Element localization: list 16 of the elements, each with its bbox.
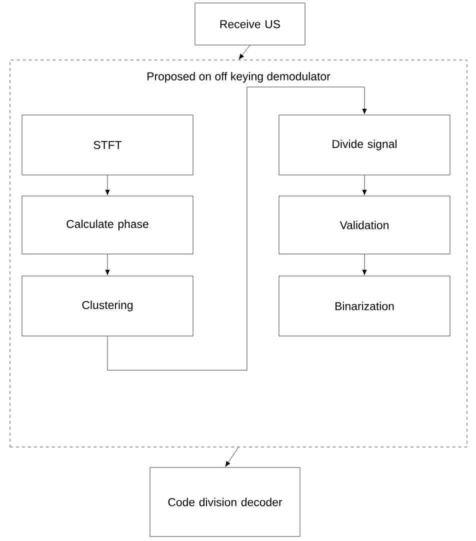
arrow (362, 175, 367, 196)
arrow (238, 45, 250, 60)
arrow (225, 447, 239, 467)
process-box: Receive US (194, 2, 306, 46)
process-box: Calculate phase (22, 196, 194, 254)
process-box: Binarization (278, 276, 450, 336)
arrow (105, 175, 110, 196)
process-box: STFT (22, 114, 194, 176)
process-box: Code division decoder (150, 467, 300, 537)
frame-heading: Proposed on off keying demodulator (148, 72, 330, 83)
process-box: Clustering (22, 276, 194, 336)
process-box: Validation (278, 196, 450, 254)
arrow (107, 86, 367, 370)
arrow (105, 254, 110, 276)
arrow (362, 254, 367, 276)
process-box: Divide signal (278, 114, 450, 176)
